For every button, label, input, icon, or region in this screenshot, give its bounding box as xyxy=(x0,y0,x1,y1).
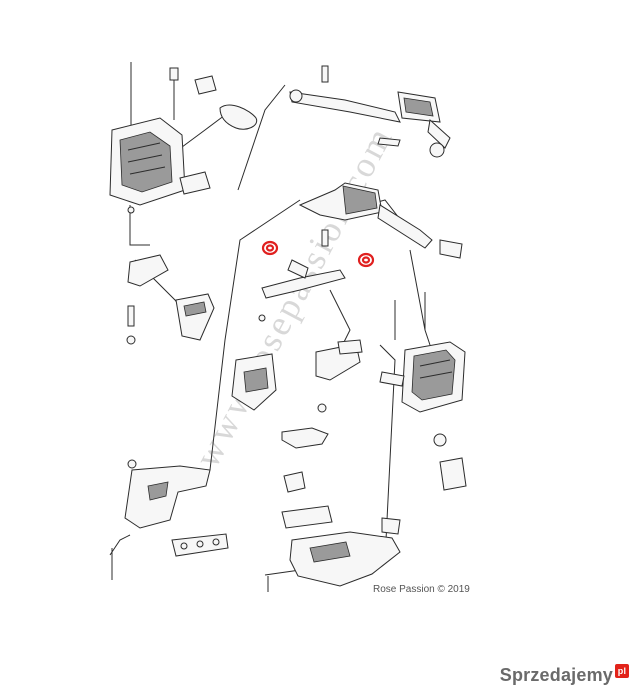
watermark-text: www.rosepassion.com xyxy=(187,119,401,474)
brand-badge: pl xyxy=(615,664,629,678)
bracket-center-left xyxy=(231,353,277,411)
brand-name: Sprzedajemy xyxy=(499,665,613,685)
rubber-mount-right xyxy=(357,252,375,268)
support-strap-center xyxy=(258,259,346,322)
center-silencer xyxy=(298,182,463,259)
rear-muffler-left xyxy=(109,62,211,214)
rear-muffler-right xyxy=(379,292,467,491)
exhaust-manifold-left xyxy=(111,459,229,580)
clamp-top-left xyxy=(169,67,258,130)
rubber-mount-left xyxy=(261,240,279,256)
catalytic-converter-top xyxy=(289,65,451,158)
exhaust-manifold-right xyxy=(267,505,401,592)
heat-shield-small xyxy=(281,427,329,493)
hanger-bracket-left xyxy=(126,254,215,345)
hanger-bracket-right xyxy=(315,339,363,413)
copyright-caption: Rose Passion © 2019 xyxy=(373,584,470,595)
